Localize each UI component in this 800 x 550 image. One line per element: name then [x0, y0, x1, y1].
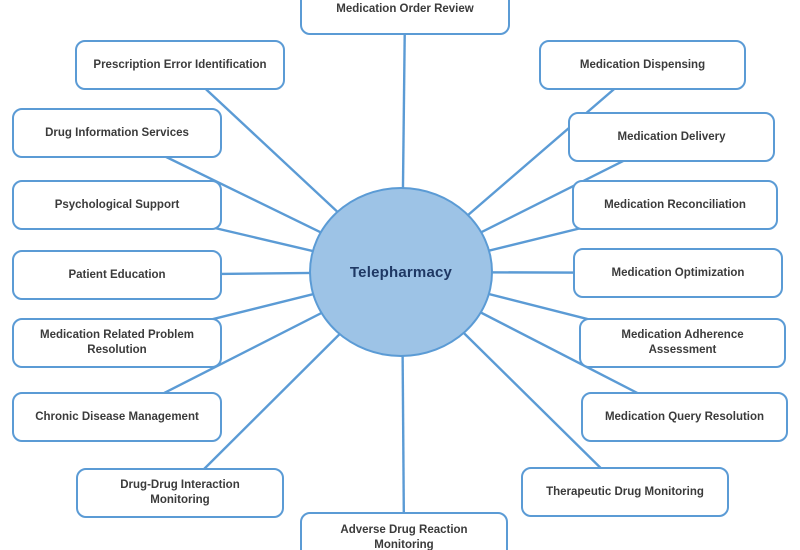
- node-chronic-disease-management: Chronic Disease Management: [12, 392, 222, 442]
- node-therapeutic-drug-monitoring: Therapeutic Drug Monitoring: [521, 467, 729, 517]
- node-medication-reconciliation: Medication Reconciliation: [572, 180, 778, 230]
- node-patient-education: Patient Education: [12, 250, 222, 300]
- node-drug-drug-interaction-monitoring: Drug-Drug Interaction Monitoring: [76, 468, 284, 518]
- node-medication-delivery: Medication Delivery: [568, 112, 775, 162]
- node-medication-dispensing: Medication Dispensing: [539, 40, 746, 90]
- node-medication-related-problem-resolution: Medication Related Problem Resolution: [12, 318, 222, 368]
- node-medication-order-review: Medication Order Review: [300, 0, 510, 35]
- hub-telepharmacy: Telepharmacy: [309, 187, 493, 357]
- hub-label: Telepharmacy: [349, 263, 453, 281]
- node-medication-optimization: Medication Optimization: [573, 248, 783, 298]
- node-adverse-drug-reaction-monitoring: Adverse Drug Reaction Monitoring: [300, 512, 508, 550]
- node-medication-adherence-assessment: Medication Adherence Assessment: [579, 318, 786, 368]
- node-medication-query-resolution: Medication Query Resolution: [581, 392, 788, 442]
- node-psychological-support: Psychological Support: [12, 180, 222, 230]
- node-prescription-error-identification: Prescription Error Identification: [75, 40, 285, 90]
- node-drug-information-services: Drug Information Services: [12, 108, 222, 158]
